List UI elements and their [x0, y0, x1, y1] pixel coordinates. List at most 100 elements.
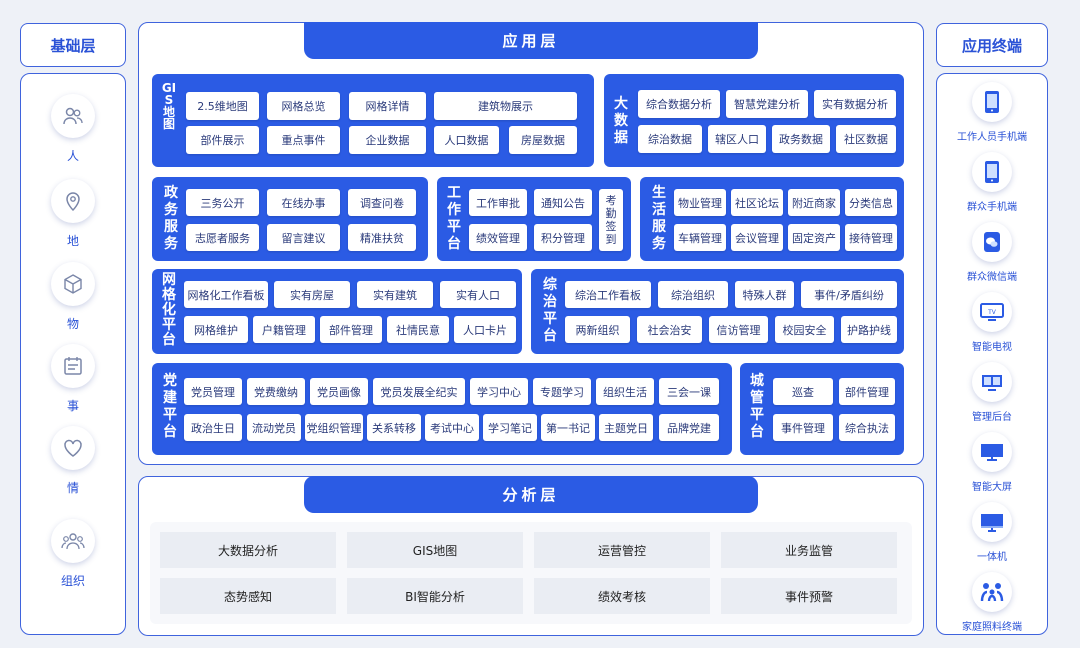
- module-item[interactable]: 通知公告: [534, 189, 592, 216]
- module-item[interactable]: 第一书记: [541, 414, 595, 441]
- module-item[interactable]: 三会一课: [659, 378, 719, 405]
- module-item[interactable]: 网格总览: [267, 92, 340, 120]
- module-item[interactable]: 校园安全: [775, 316, 834, 343]
- module-item[interactable]: 主题党日: [599, 414, 653, 441]
- module-item[interactable]: 网格维护: [184, 316, 248, 343]
- module-item[interactable]: 会议管理: [731, 224, 783, 251]
- terminal-big-screen: 智能大屏: [937, 432, 1047, 493]
- module-item[interactable]: 物业管理: [674, 189, 726, 216]
- module-item[interactable]: 网格化工作看板: [184, 281, 268, 308]
- terminal-label: 群众微信端: [967, 272, 1017, 283]
- module-item[interactable]: 组织生活: [596, 378, 654, 405]
- mobile-phone-icon: [972, 82, 1012, 122]
- module-item[interactable]: 学习中心: [470, 378, 528, 405]
- module-item[interactable]: 实有房屋: [274, 281, 350, 308]
- module-item[interactable]: 调查问卷: [348, 189, 416, 216]
- module-item[interactable]: 党组织管理: [305, 414, 363, 441]
- module-item[interactable]: 综合数据分析: [638, 90, 720, 118]
- module-item[interactable]: 重点事件: [267, 126, 340, 154]
- module-item[interactable]: 政治生日: [184, 414, 242, 441]
- module-item[interactable]: 实有人口: [440, 281, 516, 308]
- module-item[interactable]: 关系转移: [367, 414, 421, 441]
- module-item[interactable]: 党员管理: [184, 378, 242, 405]
- mobile-phone-icon: [972, 152, 1012, 192]
- module-item[interactable]: 部件管理: [839, 378, 895, 405]
- cube-icon: [51, 262, 95, 306]
- module-item[interactable]: 综治工作看板: [565, 281, 651, 308]
- module-item[interactable]: 三务公开: [186, 189, 259, 216]
- analysis-item[interactable]: 绩效考核: [534, 578, 710, 614]
- module-item[interactable]: 社情民意: [387, 316, 449, 343]
- module-item[interactable]: 建筑物展示: [434, 92, 577, 120]
- module-item[interactable]: 信访管理: [709, 316, 768, 343]
- module-item[interactable]: 党费缴纳: [247, 378, 305, 405]
- analysis-item[interactable]: 态势感知: [160, 578, 336, 614]
- module-item[interactable]: 实有建筑: [357, 281, 433, 308]
- module-item[interactable]: 社会治安: [637, 316, 702, 343]
- module-item[interactable]: 车辆管理: [674, 224, 726, 251]
- module-item[interactable]: 部件管理: [320, 316, 382, 343]
- module-item[interactable]: 房屋数据: [509, 126, 577, 154]
- module-item[interactable]: 辖区人口: [708, 125, 766, 153]
- people-icon: [51, 94, 95, 138]
- module-item[interactable]: 户籍管理: [253, 316, 315, 343]
- module-item[interactable]: 附近商家: [788, 189, 840, 216]
- module-item[interactable]: 流动党员: [247, 414, 301, 441]
- module-life-services: 生活服务 物业管理 社区论坛 附近商家 分类信息 车辆管理 会议管理 固定资产 …: [640, 177, 904, 261]
- module-item[interactable]: 志愿者服务: [186, 224, 259, 251]
- module-item[interactable]: 巡查: [773, 378, 833, 405]
- module-item[interactable]: 接待管理: [845, 224, 897, 251]
- desktop-icon: [972, 502, 1012, 542]
- module-item[interactable]: 智慧党建分析: [726, 90, 808, 118]
- module-item[interactable]: 政务数据: [772, 125, 830, 153]
- module-item[interactable]: 事件管理: [773, 414, 833, 441]
- analysis-item[interactable]: 业务监管: [721, 532, 897, 568]
- module-item[interactable]: 精准扶贫: [348, 224, 416, 251]
- module-item[interactable]: 部件展示: [186, 126, 259, 154]
- module-item[interactable]: 网格详情: [349, 92, 426, 120]
- module-item[interactable]: 考试中心: [425, 414, 479, 441]
- module-item[interactable]: 工作审批: [469, 189, 527, 216]
- module-item[interactable]: 品牌党建: [659, 414, 719, 441]
- module-item[interactable]: 专题学习: [533, 378, 591, 405]
- module-item[interactable]: 综合执法: [839, 414, 895, 441]
- module-item[interactable]: 实有数据分析: [814, 90, 896, 118]
- module-item[interactable]: 综治组织: [658, 281, 728, 308]
- app-layer-title: 应用层: [304, 22, 758, 59]
- analysis-layer-title: 分析层: [304, 476, 758, 513]
- module-item[interactable]: 留言建议: [267, 224, 340, 251]
- location-pin-icon: [51, 179, 95, 223]
- module-item[interactable]: 人口卡片: [454, 316, 516, 343]
- module-item[interactable]: 两新组织: [565, 316, 630, 343]
- module-item[interactable]: 社区数据: [836, 125, 896, 153]
- module-item[interactable]: 党员发展全纪实: [373, 378, 465, 405]
- analysis-item[interactable]: GIS地图: [347, 532, 523, 568]
- module-item[interactable]: 护路护线: [841, 316, 897, 343]
- analysis-item[interactable]: BI智能分析: [347, 578, 523, 614]
- module-item[interactable]: 综治数据: [638, 125, 702, 153]
- module-item[interactable]: 企业数据: [349, 126, 426, 154]
- attendance-checkin-item[interactable]: 考勤签到: [599, 189, 623, 251]
- module-governance-platform: 综治平台 综治工作看板 综治组织 特殊人群 事件/矛盾纠纷 两新组织 社会治安 …: [531, 269, 904, 354]
- right-column-panel: 工作人员手机端 群众手机端 群众微信端 TV 智能电视 管理后台 智能大屏 一: [936, 73, 1048, 635]
- analysis-item[interactable]: 事件预警: [721, 578, 897, 614]
- module-item[interactable]: 绩效管理: [469, 224, 527, 251]
- analysis-item[interactable]: 运营管控: [534, 532, 710, 568]
- module-item[interactable]: 党员画像: [310, 378, 368, 405]
- terminal-family-care: 家庭照料终端: [937, 572, 1047, 633]
- module-item[interactable]: 特殊人群: [735, 281, 794, 308]
- module-title: GIS地图: [161, 81, 177, 131]
- module-item[interactable]: 在线办事: [267, 189, 340, 216]
- module-item[interactable]: 分类信息: [845, 189, 897, 216]
- module-item[interactable]: 学习笔记: [483, 414, 537, 441]
- module-item[interactable]: 2.5维地图: [186, 92, 259, 120]
- module-item[interactable]: 人口数据: [434, 126, 499, 154]
- analysis-item[interactable]: 大数据分析: [160, 532, 336, 568]
- module-item[interactable]: 积分管理: [534, 224, 592, 251]
- module-item[interactable]: 固定资产: [788, 224, 840, 251]
- module-item[interactable]: 社区论坛: [731, 189, 783, 216]
- left-item-label: 情: [66, 481, 79, 495]
- tv-icon: TV: [972, 292, 1012, 332]
- module-item[interactable]: 事件/矛盾纠纷: [801, 281, 897, 308]
- module-title: 网格化平台: [162, 272, 176, 348]
